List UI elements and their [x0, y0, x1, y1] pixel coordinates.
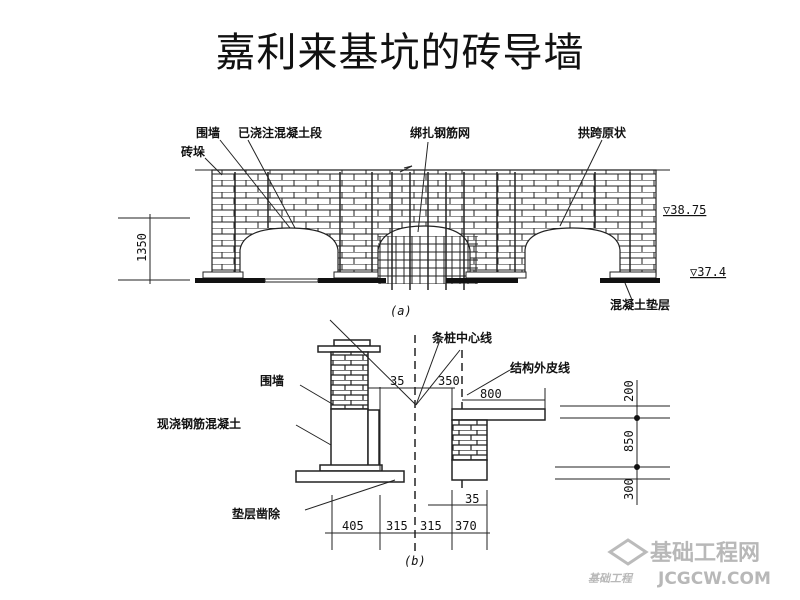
dimension-lines-b — [295, 319, 670, 550]
label-wall-b: 围墙 — [260, 373, 284, 388]
label-brick-pier: 砖垛 — [181, 144, 205, 159]
concrete-bed-strips — [195, 278, 660, 283]
structure-brick-b — [451, 419, 488, 461]
dim-35-bottom: 35 — [465, 492, 479, 506]
footing-blocks — [202, 271, 657, 279]
leader-lines — [204, 139, 633, 301]
figure-a: 1350 围墙 已浇注混凝土段 砖垛 绑扎钢筋网 拱跨原状 ▽38.75 ▽37… — [118, 125, 726, 318]
dim-800: 800 — [480, 387, 502, 401]
height-dimension — [118, 214, 190, 284]
cast-concrete-section — [367, 409, 380, 467]
dim-bottom-1: 405 — [342, 519, 364, 533]
elevation-top: ▽38.75 — [663, 203, 706, 217]
label-rebar-mesh: 绑扎钢筋网 — [410, 125, 470, 140]
dim-35-top: 35 — [390, 374, 404, 388]
elevation-bottom: ▽37.4 — [690, 265, 726, 279]
vertical-rebars — [234, 172, 631, 290]
dim-350: 350 — [438, 374, 460, 388]
watermark-domain: JCGCW.COM — [657, 569, 771, 589]
label-poured-section: 已浇注混凝土段 — [238, 125, 323, 140]
watermark-site-name: 基础工程网 — [650, 541, 760, 566]
brick-wall — [211, 169, 657, 276]
watermark-handwriting: 基础工程 — [588, 572, 634, 585]
caption-a: (a) — [390, 304, 412, 318]
label-cast-concrete: 现浇钢筋混凝土 — [157, 416, 241, 431]
caption-b: (b) — [404, 554, 426, 568]
watermark: 基础工程网 JCGCW.COM 基础工程 — [588, 538, 771, 589]
slab-b — [451, 408, 546, 421]
wall-brick-b — [330, 351, 369, 410]
label-wall-a: 围墙 — [196, 125, 220, 140]
label-arch-span: 拱跨原状 — [578, 125, 627, 140]
dim-right-200: 200 — [622, 380, 636, 402]
dim-right-300: 300 — [622, 478, 636, 500]
dim-bottom-2: 315 — [386, 519, 408, 533]
slide-title: 嘉利来基坑的砖导墙 — [215, 30, 585, 76]
label-structure-outline: 结构外皮线 — [510, 360, 570, 375]
watermark-logo-icon — [607, 538, 649, 566]
dim-bottom-4: 370 — [455, 519, 477, 533]
figure-b: 条桩中心线 结构外皮线 围墙 现浇钢筋混凝土 垫层凿除 35 350 800 3… — [157, 319, 670, 568]
label-concrete-bed: 混凝土垫层 — [610, 297, 670, 312]
label-pile-centerline: 条桩中心线 — [431, 330, 492, 345]
dim-bottom-3: 315 — [420, 519, 442, 533]
footing-b — [295, 470, 405, 483]
height-dim-label: 1350 — [135, 233, 149, 262]
label-bedding-removed: 垫层凿除 — [232, 506, 281, 521]
dim-right-850: 850 — [622, 430, 636, 452]
